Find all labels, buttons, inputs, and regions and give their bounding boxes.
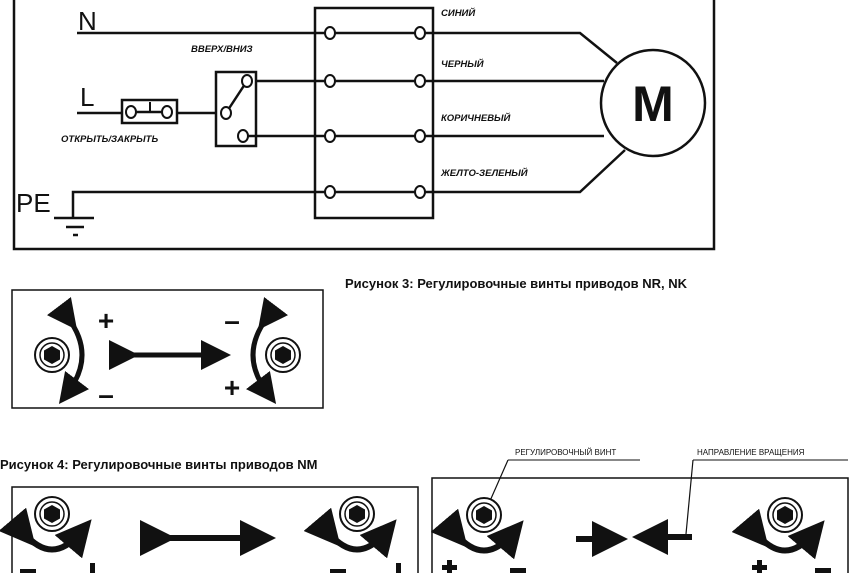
adjust-screw-icon <box>34 496 70 532</box>
wire-label-black: ЧЕРНЫЙ <box>441 58 484 70</box>
label-adjust-screw: РЕГУЛИРОВОЧНЫЙ ВИНТ <box>515 448 616 457</box>
rotation-arrow-icon <box>303 507 397 559</box>
frame <box>12 0 716 251</box>
wire-label-brown: КОРИЧНЕВЫЙ <box>441 112 511 124</box>
terminals <box>324 26 426 199</box>
minus-sign: – <box>224 305 240 336</box>
label-pe: PE <box>16 188 51 218</box>
plus-sign: + <box>224 372 240 403</box>
adjust-screw-icon <box>339 496 375 532</box>
plus-sign: + <box>98 305 114 336</box>
figure3-caption: Рисунок 3: Регулировочные винты приводов… <box>345 276 688 291</box>
adjust-screw-icon <box>466 497 502 533</box>
wire-label-blue: СИНИЙ <box>441 7 475 19</box>
motor <box>599 48 707 158</box>
wire-label-yellow-green: ЖЕЛТО-ЗЕЛЕНЫЙ <box>440 167 528 179</box>
rotation-arrow-icon <box>0 507 92 559</box>
figure3-box: + – – + <box>11 289 324 410</box>
label-open-close: ОТКРЫТЬ/ЗАКРЫТЬ <box>61 134 158 145</box>
up-down-switch <box>214 70 258 148</box>
ground-icon <box>54 216 94 237</box>
figure4-caption: Рисунок 4: Регулировочные винты приводов… <box>0 457 317 472</box>
adjust-screw-icon <box>767 497 803 533</box>
rotation-arrow-icon <box>430 508 524 560</box>
label-n: N <box>78 6 97 36</box>
rotation-arrow-icon <box>46 296 90 404</box>
wiring-diagram: N L PE ОТКРЫТЬ/ЗАКРЫТЬ <box>12 0 716 251</box>
label-l: L <box>80 82 94 112</box>
label-rotation-direction: НАПРАВЛЕНИЕ ВРАЩЕНИЯ <box>697 448 805 457</box>
figure4-box-right <box>430 459 849 573</box>
adjust-screw-icon <box>34 337 70 373</box>
figure4-box-left <box>0 486 419 573</box>
wire-n <box>77 31 618 64</box>
adjust-screw-icon <box>265 337 301 373</box>
label-up-down: ВВЕРХ/ВНИЗ <box>191 44 253 55</box>
rotation-arrow-icon <box>731 508 825 560</box>
rotation-arrow-icon <box>245 296 289 404</box>
wire-pe <box>71 149 626 218</box>
motor-label: M <box>632 76 674 132</box>
minus-sign: – <box>98 379 114 410</box>
terminal-block <box>313 6 435 220</box>
open-close-switch <box>120 98 179 125</box>
